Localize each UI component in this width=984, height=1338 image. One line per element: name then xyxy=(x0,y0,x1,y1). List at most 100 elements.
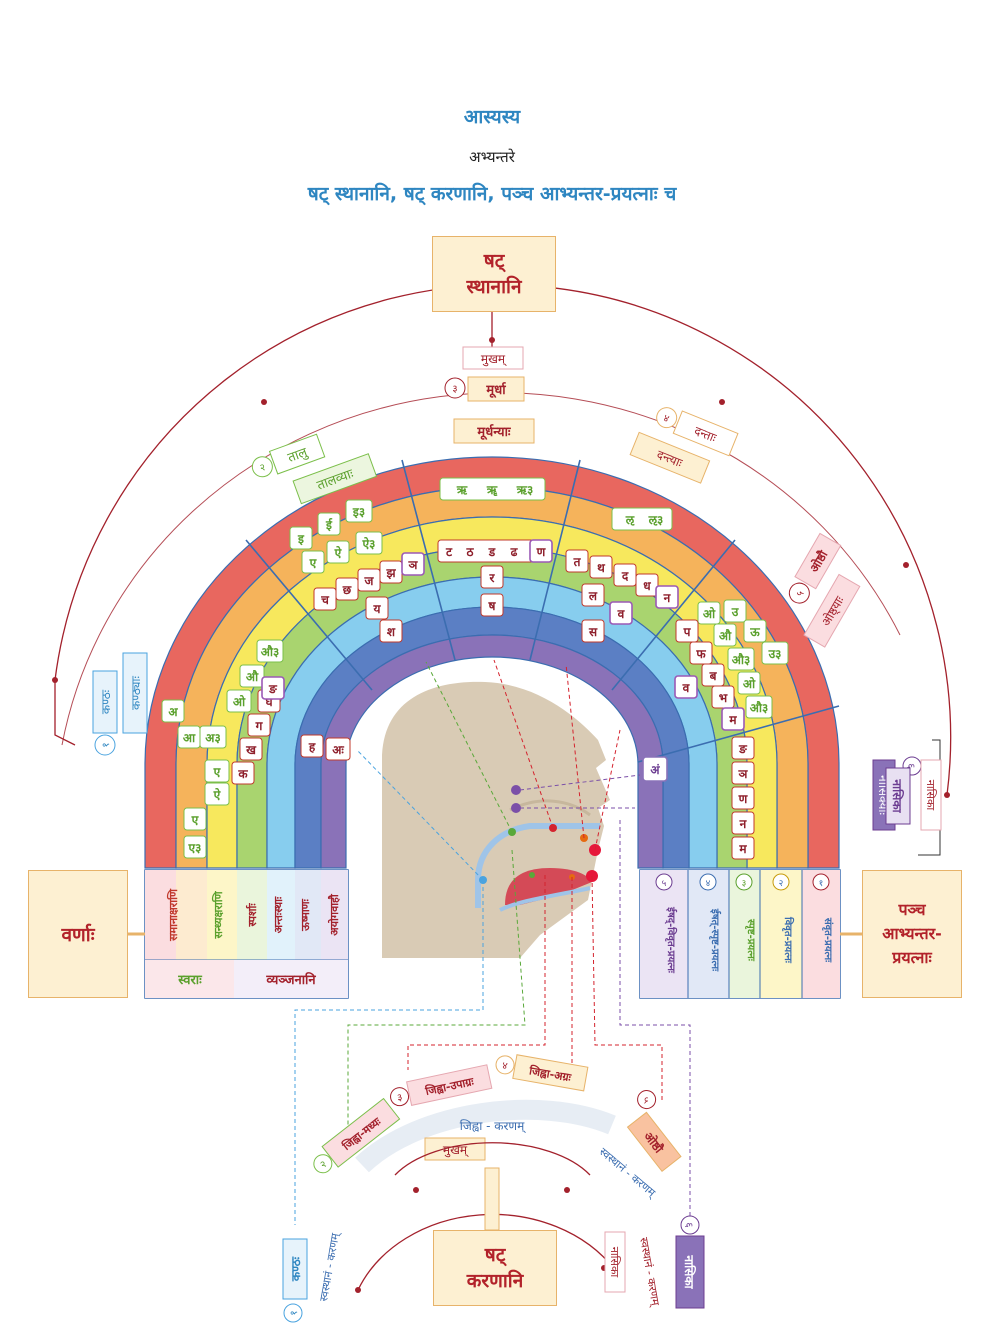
varna-col-label: अयोगवाहौ xyxy=(327,893,341,936)
varna-col-label: ऊष्माणः xyxy=(299,898,312,931)
varna-col-label: अन्तःस्थाः xyxy=(272,896,285,933)
letter: इ xyxy=(297,532,305,546)
letter: ञ xyxy=(408,558,419,572)
letter: ण xyxy=(738,792,749,806)
letter: ऋ३ xyxy=(516,483,533,497)
letter: ठ xyxy=(466,545,475,559)
prayatna-line-1: पञ्च xyxy=(898,900,926,919)
nasika-num: ६ xyxy=(905,763,916,768)
karana-kanthah-num: १ xyxy=(289,1310,300,1315)
jihva-agrah-num: ४ xyxy=(501,1060,508,1072)
letter: व xyxy=(617,607,626,621)
letter: ङ xyxy=(738,742,748,756)
varna-col-label: समानाक्षराणि xyxy=(166,888,180,942)
karana-nasika-label: नासिका xyxy=(682,1254,696,1289)
murdhanyah-label: मूर्धन्याः xyxy=(476,424,512,440)
letter: औ३ xyxy=(732,653,751,667)
prayatna-box: पञ्च आभ्यन्तर- प्रयत्नाः xyxy=(862,870,962,998)
title-line-1: आस्यस्य xyxy=(464,106,521,128)
letter: ए xyxy=(213,765,222,779)
letter: अं xyxy=(650,763,660,777)
letter: क xyxy=(237,767,248,781)
talu-label: तालु xyxy=(286,445,310,466)
letter: ढ xyxy=(510,545,519,559)
dot xyxy=(511,785,521,795)
prayatna-num: ४ xyxy=(706,879,711,889)
mukham-label: मुखम् xyxy=(481,352,507,367)
letter: र xyxy=(489,571,496,585)
karana-nasika-num: ६ xyxy=(683,1222,694,1227)
letter: भ xyxy=(719,691,728,705)
connector xyxy=(565,663,585,839)
letter: य xyxy=(373,602,382,616)
letter: ऊ xyxy=(749,625,760,639)
title-line-2: अभ्यन्तरे xyxy=(469,148,516,166)
letter: ऋ xyxy=(456,483,468,497)
letter: अ xyxy=(168,705,178,719)
jihva-band xyxy=(355,1099,616,1173)
throat-tube xyxy=(475,823,600,908)
murdha-label: मूर्धा xyxy=(485,382,506,398)
sthanani-line-2: स्थानानि xyxy=(466,276,522,298)
letter: उ३ xyxy=(768,647,782,661)
letter: ए३ xyxy=(188,841,202,855)
letter: व xyxy=(682,681,691,695)
prayatna-table: ५ ४ ३ २ १ ईषद्-विवृत-प्रयत्नः ईषत्-स्पृष… xyxy=(639,869,841,999)
dot xyxy=(355,1287,361,1293)
prayatna-col-label: स्पृष्ट-प्रयत्नः xyxy=(745,918,756,962)
nasika-label: नासिका xyxy=(890,778,904,813)
kanthah-label: कण्ठः xyxy=(99,689,113,714)
letter: ऐ३ xyxy=(362,537,376,551)
letter: उ xyxy=(731,605,739,619)
jihva-upagrah-num: ३ xyxy=(396,1092,403,1104)
sector-divider xyxy=(611,539,736,691)
kanthah-num: १ xyxy=(101,742,112,747)
letter: औ xyxy=(246,670,259,684)
kanthyah-label: कण्ठ्याः xyxy=(129,675,143,709)
letter: ट xyxy=(445,545,453,559)
varna-col-label: सन्ध्यक्षराणि xyxy=(211,890,225,939)
prayatna-col-label: ईषद्-विवृत-प्रयत्नः xyxy=(665,906,678,974)
letter: छ xyxy=(342,583,352,597)
outer-mukham-arc xyxy=(54,284,952,796)
dot xyxy=(719,399,725,405)
letter: ई xyxy=(325,518,333,532)
letter: ऌ३ xyxy=(648,513,664,527)
dot xyxy=(564,1187,570,1193)
dot xyxy=(529,872,535,878)
karana-nasika-small-label: नासिका xyxy=(608,1247,621,1278)
title-line-3: षट् स्थानानि, षट् करणानि, पञ्च आभ्यन्तर-… xyxy=(307,182,677,206)
svasthanam-left-label: स्वस्थानं - करणम् xyxy=(317,1230,342,1302)
karana-mukham-label: मुखम् xyxy=(443,1143,469,1158)
karanani-line-2: करणानि xyxy=(466,1270,524,1292)
letter: ण xyxy=(536,545,547,559)
letter: अः xyxy=(332,743,344,757)
dot xyxy=(413,1187,419,1193)
head-profile xyxy=(382,681,610,958)
letter: ऐ xyxy=(213,788,222,802)
letter: ह xyxy=(308,740,316,754)
letter: ड xyxy=(488,545,496,559)
prayatna-col-label: संवृत-प्रयत्नः xyxy=(822,917,834,963)
letter: इ३ xyxy=(352,505,365,519)
connector xyxy=(619,820,691,1220)
connector xyxy=(591,875,663,1100)
varna-table: समानाक्षराणि सन्ध्यक्षराणि स्पर्शाः अन्त… xyxy=(144,869,349,999)
karanani-box: षट् करणानि xyxy=(433,1230,557,1306)
outer-arc-left-end xyxy=(54,680,76,746)
connector xyxy=(519,774,641,791)
letter: औ३ xyxy=(750,701,769,715)
prayatna-num: ५ xyxy=(662,879,667,889)
letter: ए xyxy=(191,813,200,827)
jihva-madhyah-num: २ xyxy=(318,1159,329,1171)
sector-divider xyxy=(245,539,373,691)
karanani-section: जिह्वा - करणम् मुखम् २ जिह्वा-मध्यः ३ जि… xyxy=(282,1054,705,1323)
letter: ग xyxy=(255,719,264,733)
letter: ब xyxy=(709,669,718,683)
prayatna-num: १ xyxy=(819,879,824,889)
letter: ध xyxy=(643,579,651,593)
letter: थ xyxy=(597,561,606,575)
letter: ङ xyxy=(268,682,278,696)
place-labels: मुखम् ३ मूर्धा मूर्धन्याः २ तालु तालव्या… xyxy=(92,346,942,831)
dot xyxy=(903,562,909,568)
